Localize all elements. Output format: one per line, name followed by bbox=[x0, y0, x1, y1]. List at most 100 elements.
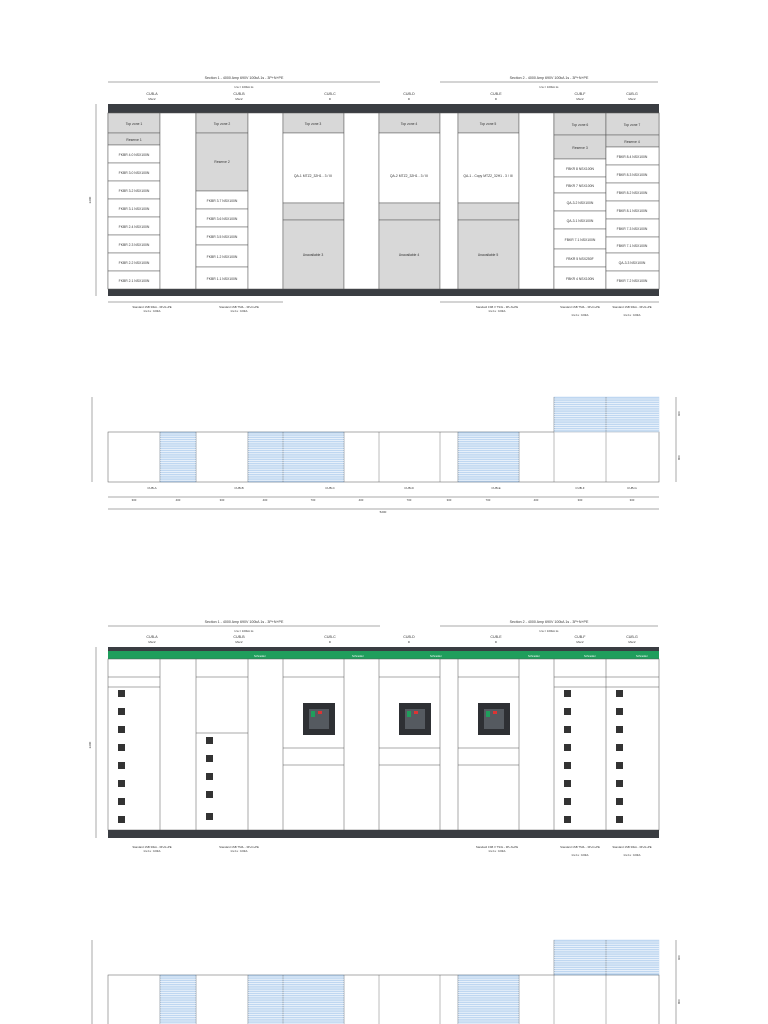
brand-label: Schneider bbox=[254, 654, 266, 658]
cubicle-type: D bbox=[495, 97, 498, 101]
svg-text:Section 1 - 4000 Amp 690V 100k: Section 1 - 4000 Amp 690V 100kA 1s - 3P+… bbox=[205, 620, 284, 624]
svg-text:Icw 1s : 100kA: Icw 1s : 100kA bbox=[231, 849, 248, 853]
cubicle-g-breakers bbox=[616, 690, 623, 823]
svg-text:600: 600 bbox=[677, 411, 681, 416]
svg-text:Icw 1s : 100kA: Icw 1s : 100kA bbox=[489, 309, 506, 313]
section-1-label: Section 1 - 4000 Amp 690V 100kA 1s - 3P+… bbox=[205, 76, 284, 80]
svg-text:Standard 1SB TS3L - 3P+N+PE: Standard 1SB TS3L - 3P+N+PE bbox=[560, 845, 600, 849]
svg-text:FKBR 3.1 NSX100N: FKBR 3.1 NSX100N bbox=[119, 207, 150, 211]
cubicle-a-breakers bbox=[118, 690, 125, 823]
svg-text:QA-3.1 NSX100N: QA-3.1 NSX100N bbox=[567, 219, 594, 223]
svg-text:FBKR 7 NSX100N: FBKR 7 NSX100N bbox=[566, 184, 594, 188]
svg-text:D: D bbox=[408, 640, 411, 644]
svg-text:CUB-F: CUB-F bbox=[575, 486, 584, 490]
svg-text:CUB-B: CUB-B bbox=[233, 635, 245, 639]
svg-text:FKBR 3.6 NSX100N: FKBR 3.6 NSX100N bbox=[207, 217, 238, 221]
schematic-elevation: Section 1 - 4000 Amp 690V 100kA 1s - 3P+… bbox=[88, 76, 660, 317]
svg-text:Icw 1s : 100kA: Icw 1s : 100kA bbox=[489, 849, 506, 853]
svg-text:Top zone 3: Top zone 3 bbox=[305, 122, 322, 126]
svg-text:Icw 1s : 100kA: Icw 1s : 100kA bbox=[572, 853, 589, 857]
svg-text:FKBR 3.2 NSX100N: FKBR 3.2 NSX100N bbox=[119, 189, 150, 193]
svg-text:Unavailable 3: Unavailable 3 bbox=[303, 253, 324, 257]
cubicle-e-schematic: Top zone 5 QA-1 - Copy MTZ2_32H1 - 3 / I… bbox=[457, 112, 520, 290]
svg-text:CUB-G: CUB-G bbox=[626, 635, 638, 639]
svg-text:400: 400 bbox=[534, 498, 539, 502]
svg-text:QA-3.3 NSX100N: QA-3.3 NSX100N bbox=[619, 261, 646, 265]
svg-text:Standard 1SB V TS3L - 3P+N+PE: Standard 1SB V TS3L - 3P+N+PE bbox=[476, 305, 518, 309]
svg-text:400: 400 bbox=[263, 498, 268, 502]
svg-text:Reserve 3: Reserve 3 bbox=[572, 146, 588, 150]
zone-cell[interactable] bbox=[378, 132, 441, 204]
zone-cell[interactable] bbox=[553, 134, 607, 160]
brand-top-strip bbox=[108, 651, 659, 659]
cable-compartment bbox=[247, 112, 284, 290]
zone-cell[interactable] bbox=[605, 270, 660, 290]
svg-text:FBKR 8.1 NSX100N: FBKR 8.1 NSX100N bbox=[617, 209, 648, 213]
svg-text:2200: 2200 bbox=[88, 741, 92, 748]
svg-text:FKBR 2.1 NSX100N: FKBR 2.1 NSX100N bbox=[119, 279, 150, 283]
svg-text:Standard 1SB 30kA - 3P+N+PE: Standard 1SB 30kA - 3P+N+PE bbox=[612, 845, 651, 849]
svg-text:Standard 1SB TS3L - 3P+N+PE: Standard 1SB TS3L - 3P+N+PE bbox=[219, 305, 259, 309]
acb-cubicle-d[interactable] bbox=[399, 703, 431, 735]
svg-text:Reserve 2: Reserve 2 bbox=[214, 160, 230, 164]
svg-text:300: 300 bbox=[447, 498, 452, 502]
cubicle-id: CUB-A bbox=[146, 92, 158, 96]
svg-text:Standard 1SB V TS3L - 3P+N+PE: Standard 1SB V TS3L - 3P+N+PE bbox=[476, 845, 518, 849]
svg-text:FBKR 8.4 NSX100N: FBKR 8.4 NSX100N bbox=[617, 155, 648, 159]
svg-text:Standard 1SB TS3L - 3P+N+PE: Standard 1SB TS3L - 3P+N+PE bbox=[219, 845, 259, 849]
svg-text:CUB-G: CUB-G bbox=[627, 486, 637, 490]
cubicle-type: Msc2 bbox=[576, 97, 583, 101]
svg-text:300: 300 bbox=[578, 498, 583, 502]
svg-text:Reserve 1: Reserve 1 bbox=[126, 138, 142, 142]
zone-cell[interactable] bbox=[457, 132, 520, 204]
svg-text:Top zone 4: Top zone 4 bbox=[401, 122, 418, 126]
svg-text:FBKR 8.2 NSX100N: FBKR 8.2 NSX100N bbox=[617, 191, 648, 195]
svg-text:Top zone 2: Top zone 2 bbox=[214, 122, 231, 126]
svg-text:FKBR 3.0 NSX100N: FKBR 3.0 NSX100N bbox=[119, 171, 150, 175]
cubicle-a-schematic: Top zone 1 Reserve 1 FKBR 4.0 NSX100N FK… bbox=[107, 112, 161, 290]
svg-text:Unavailable 4: Unavailable 4 bbox=[399, 253, 420, 257]
cubicle-id: CUB-B bbox=[233, 92, 245, 96]
svg-text:Top zone 5: Top zone 5 bbox=[480, 122, 497, 126]
total-width: 5200 bbox=[380, 510, 387, 514]
acb-cubicle-e[interactable] bbox=[478, 703, 510, 735]
svg-text:FBKR 4 NSX100N: FBKR 4 NSX100N bbox=[566, 277, 594, 281]
cubicle-id: CUB-G bbox=[626, 92, 638, 96]
section-1-sub: Icw = 100kA 1s bbox=[235, 85, 254, 89]
cubicle-b-schematic: Top zone 2 Reserve 2 FKBR 3.7 NSX100N FK… bbox=[195, 112, 249, 290]
svg-text:700: 700 bbox=[486, 498, 491, 502]
svg-text:Top zone 6: Top zone 6 bbox=[572, 123, 589, 127]
cubicle-type: Msc2 bbox=[628, 97, 635, 101]
svg-text:FKBR 2.2 NSX100N: FKBR 2.2 NSX100N bbox=[119, 261, 150, 265]
cubicle-b-breakers bbox=[206, 737, 213, 820]
svg-text:FKBR 2.4 NSX100N: FKBR 2.4 NSX100N bbox=[119, 225, 150, 229]
zone-cell[interactable] bbox=[282, 219, 345, 290]
svg-text:Msc2: Msc2 bbox=[576, 640, 583, 644]
svg-text:FBKR 7.1 NSX100N: FBKR 7.1 NSX100N bbox=[565, 238, 596, 242]
acb-cubicle-c[interactable] bbox=[303, 703, 335, 735]
svg-text:QA-2 MTZ2_32H1 - 3 / III: QA-2 MTZ2_32H1 - 3 / III bbox=[390, 174, 428, 178]
svg-text:Standard 1SB 30kA - 3P+N+PE: Standard 1SB 30kA - 3P+N+PE bbox=[132, 305, 171, 309]
section-2-label: Section 2 - 4000 Amp 690V 100kA 1s - 3P+… bbox=[510, 76, 589, 80]
duct-hatch bbox=[457, 974, 520, 1024]
front-view: Section 1 - 4000 Amp 690V 100kA 1s - 3P+… bbox=[88, 620, 660, 857]
zone-cell[interactable] bbox=[457, 219, 520, 290]
zone-cell[interactable] bbox=[195, 132, 249, 192]
zone-cell[interactable] bbox=[282, 132, 345, 204]
svg-text:700: 700 bbox=[407, 498, 412, 502]
cubicle-type: Msc2 bbox=[148, 97, 155, 101]
svg-text:FKBR 3.7 NSX100N: FKBR 3.7 NSX100N bbox=[207, 199, 238, 203]
cubicle-c-schematic: Top zone 3 QA-1 MTZ2_32H1 - 3 / III Unav… bbox=[282, 112, 345, 290]
svg-text:FBKR 8 NSX100N: FBKR 8 NSX100N bbox=[566, 167, 594, 171]
svg-text:D: D bbox=[495, 640, 498, 644]
svg-text:Top zone 7: Top zone 7 bbox=[624, 123, 641, 127]
svg-text:600: 600 bbox=[677, 955, 681, 960]
cubicle-g-schematic: Top zone 7 Reserve 4 FBKR 8.4 NSX100N FB… bbox=[605, 112, 660, 290]
svg-text:CUB-E: CUB-E bbox=[490, 635, 502, 639]
svg-text:QA-3.2 NSX100N: QA-3.2 NSX100N bbox=[567, 201, 594, 205]
svg-text:Standard 1SB TS3L - 3P+N+PE: Standard 1SB TS3L - 3P+N+PE bbox=[560, 305, 600, 309]
svg-text:800: 800 bbox=[677, 455, 681, 460]
cubicle-headers: CUB-A Msc2 CUB-B Msc2 CUB-C D CUB-D D CU… bbox=[146, 92, 638, 101]
svg-text:Msc2: Msc2 bbox=[628, 640, 635, 644]
svg-text:Top zone 1: Top zone 1 bbox=[126, 122, 143, 126]
